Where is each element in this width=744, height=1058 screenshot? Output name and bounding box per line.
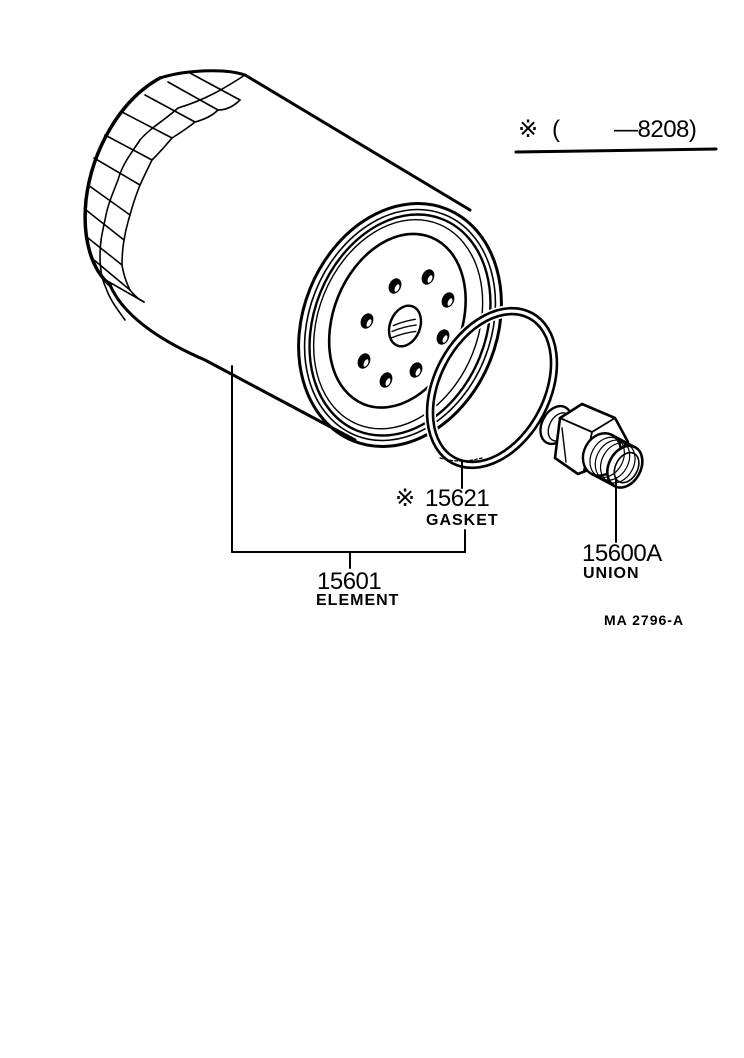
part-number: 15621: [425, 485, 490, 512]
part-name: UNION: [583, 565, 640, 582]
figure-reference-code: MA 2796-A: [604, 612, 685, 628]
asterisk-mark-icon: ※: [395, 485, 416, 512]
note-date-range: —8208): [614, 116, 697, 143]
part-number: 15600A: [582, 540, 662, 567]
gasket-ring-drawing: [424, 305, 560, 471]
part-name: ELEMENT: [316, 592, 400, 609]
part-name: GASKET: [426, 512, 499, 529]
part-number: 15601: [317, 568, 382, 595]
note-open-paren: (: [552, 116, 560, 143]
leader-lines: [231, 147, 718, 569]
asterisk-mark-icon: ※: [518, 116, 539, 143]
